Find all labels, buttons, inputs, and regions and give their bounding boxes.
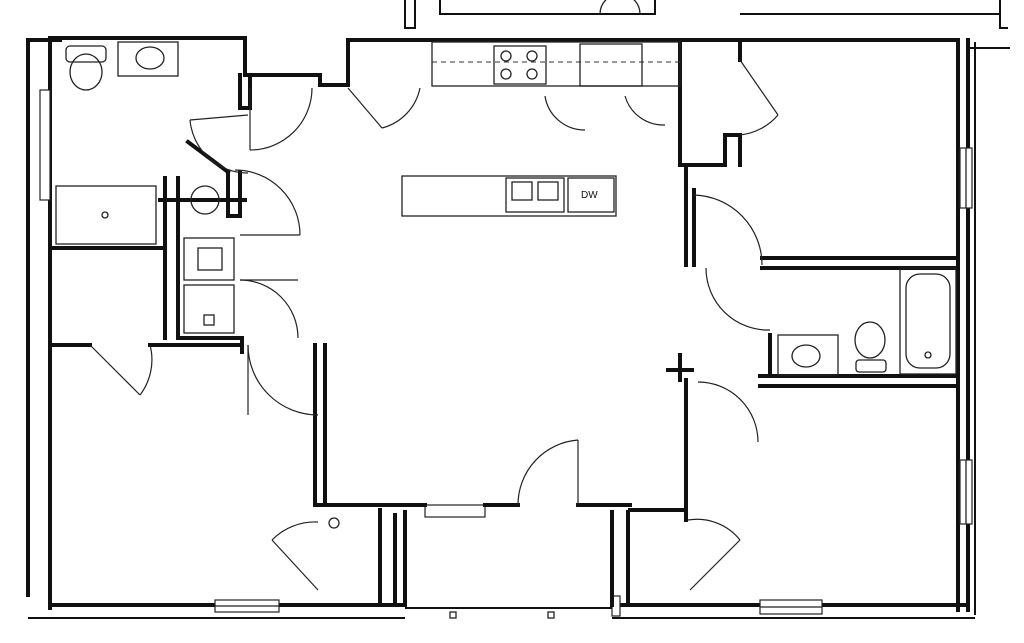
bath-1-fixtures [55,41,235,334]
toilet-bowl-1 [69,53,103,91]
sink-1-icon [135,46,165,70]
door-swings [89,59,779,591]
drain-1-icon [101,211,109,219]
sink-2-icon [791,344,821,368]
kitchen-counter [431,41,681,87]
floor-drain-icon [328,517,340,529]
kitchen-sink [505,177,565,213]
interior-walls [48,38,960,607]
bathtub-1 [55,185,157,245]
windows [39,89,973,617]
dishwasher-label: DW [581,190,598,201]
kitchen: DW [401,41,681,217]
washer [183,237,235,281]
vanity-1 [117,41,179,77]
entry-details [405,607,612,619]
toilet-bowl-2 [854,321,886,359]
range [493,45,547,85]
bath-2-fixtures [328,267,957,529]
toilet-tank-2 [855,359,887,373]
toilet-tank-1 [65,45,107,63]
drain-2-icon [924,351,932,359]
vanity-2 [777,334,839,376]
refrigerator [579,43,643,87]
exterior-walls [26,36,1010,619]
neighbor-unit-fragment [404,0,1008,29]
dryer [183,284,235,334]
kitchen-island [401,175,617,217]
washer-lid [197,247,223,271]
water-heater-icon [190,185,220,215]
dishwasher [567,177,615,213]
dryer-vent-icon [203,314,215,326]
bathtub-2 [899,267,957,375]
